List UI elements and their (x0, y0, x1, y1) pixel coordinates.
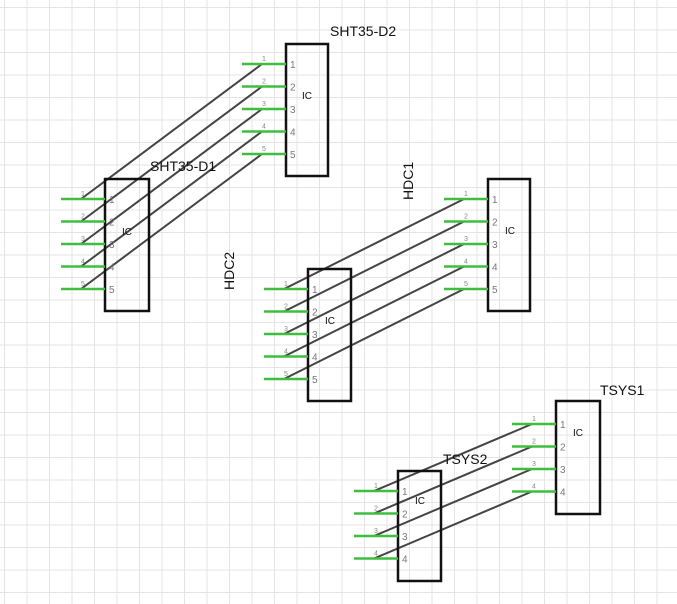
sht35-d1-ref-label: SHT35-D1 (150, 158, 216, 174)
hdc2-pin-2-tag: 2 (284, 304, 288, 311)
hdc1-value-label: IC (505, 226, 515, 237)
hdc1-pin-3-number: 3 (492, 240, 498, 251)
sht35-d2-pin-5-number: 5 (290, 150, 296, 161)
sht35-d2-pin-3-number: 3 (290, 105, 296, 116)
tsys1-pin-4-tag: 4 (532, 484, 536, 491)
wire-tsys2-tsys1-pin-4 (373, 490, 533, 560)
sht35-d2-pin-3-tag: 3 (262, 101, 266, 108)
wire-tsys2-tsys1-pin-2 (373, 445, 533, 515)
sht35-d1-pin-3-tag: 3 (81, 236, 85, 243)
sht35-d1-pin-5-tag: 5 (81, 281, 85, 288)
wire-hdc2-hdc1-pin-2 (283, 220, 465, 313)
tsys2-pin-3-tag: 3 (374, 528, 378, 535)
tsys2-pin-4-number: 4 (402, 555, 408, 566)
tsys2-value-label: IC (415, 496, 425, 507)
wire-sht35-d1-sht35-d2-pin-3 (80, 108, 263, 245)
wire-hdc2-hdc1-pin-4 (283, 265, 465, 358)
hdc2-pin-4-tag: 4 (284, 349, 288, 356)
tsys2-pin-3-number: 3 (402, 532, 408, 543)
hdc2-pin-1-tag: 1 (284, 281, 288, 288)
tsys1-pin-1-tag: 1 (532, 416, 536, 423)
sht35-d2-ref-label: SHT35-D2 (330, 23, 396, 39)
hdc2-value-label: IC (325, 316, 335, 327)
tsys2-pin-1-tag: 1 (374, 483, 378, 490)
tsys1-pin-4-number: 4 (560, 488, 566, 499)
hdc1-ref-label: HDC1 (400, 162, 416, 200)
wire-hdc2-hdc1-pin-1 (283, 198, 465, 290)
hdc1-pin-4-tag: 4 (464, 259, 468, 266)
hdc2-pin-4-number: 4 (312, 353, 318, 364)
sht35-d2-pin-5-tag: 5 (262, 146, 266, 153)
wire-sht35-d1-sht35-d2-pin-4 (80, 130, 263, 268)
wire-tsys2-tsys1-pin-1 (373, 423, 533, 492)
tsys1-pin-3-number: 3 (560, 465, 566, 476)
hdc2-pin-5-number: 5 (312, 375, 318, 386)
wire-sht35-d1-sht35-d2-pin-1 (80, 63, 263, 200)
hdc2-pin-5-tag: 5 (284, 371, 288, 378)
tsys2-ref-label: TSYS2 (443, 451, 488, 467)
sht35-d2-pin-4-tag: 4 (262, 124, 266, 131)
wire-sht35-d1-sht35-d2-pin-5 (80, 153, 263, 290)
sht35-d1-value-label: IC (122, 227, 132, 238)
tsys1-ref-label: TSYS1 (600, 382, 645, 398)
wire-hdc2-hdc1-pin-5 (283, 288, 465, 380)
hdc1-pin-5-tag: 5 (464, 281, 468, 288)
tsys2-pin-2-number: 2 (402, 510, 408, 521)
sht35-d2-value-label: IC (302, 91, 312, 102)
sht35-d1-pin-4-number: 4 (109, 263, 115, 274)
tsys2-body[interactable] (396, 469, 443, 583)
tsys1-pin-2-tag: 2 (532, 439, 536, 446)
tsys1-body[interactable] (554, 399, 602, 516)
sht35-d2-pin-2-number: 2 (290, 83, 296, 94)
sht35-d1-pin-2-number: 2 (109, 218, 115, 229)
tsys1-value-label: IC (573, 428, 583, 439)
wire-hdc2-hdc1-pin-3 (283, 243, 465, 335)
hdc2-pin-2-number: 2 (312, 308, 318, 319)
sht35-d1-pin-4-tag: 4 (81, 259, 85, 266)
sht35-d1-pin-1-number: 1 (109, 195, 115, 206)
sht35-d1-pin-1-tag: 1 (81, 191, 85, 198)
sht35-d2-pin-1-number: 1 (290, 60, 296, 71)
wire-tsys2-tsys1-pin-3 (373, 468, 533, 537)
hdc2-ref-label: HDC2 (221, 252, 237, 290)
sht35-d2-pin-4-number: 4 (290, 128, 296, 139)
hdc1-pin-2-tag: 2 (464, 214, 468, 221)
tsys1-pin-3-tag: 3 (532, 461, 536, 468)
tsys2-pin-1-number: 1 (402, 487, 408, 498)
sht35-d1-pin-3-number: 3 (109, 240, 115, 251)
hdc2-pin-3-number: 3 (312, 330, 318, 341)
hdc2-pin-3-tag: 3 (284, 326, 288, 333)
hdc1-pin-3-tag: 3 (464, 236, 468, 243)
wire-sht35-d1-sht35-d2-pin-2 (80, 85, 263, 223)
hdc1-pin-2-number: 2 (492, 218, 498, 229)
sht35-d1-pin-2-tag: 2 (81, 214, 85, 221)
hdc1-pin-4-number: 4 (492, 263, 498, 274)
sht35-d1-pin-5-number: 5 (109, 285, 115, 296)
sht35-d2-pin-1-tag: 1 (262, 56, 266, 63)
hdc2-pin-1-number: 1 (312, 285, 318, 296)
hdc1-pin-5-number: 5 (492, 285, 498, 296)
tsys2-pin-2-tag: 2 (374, 506, 378, 513)
tsys1-pin-1-number: 1 (560, 420, 566, 431)
tsys1-pin-2-number: 2 (560, 443, 566, 454)
tsys2-pin-4-tag: 4 (374, 551, 378, 558)
sht35-d2-pin-2-tag: 2 (262, 79, 266, 86)
hdc1-pin-1-tag: 1 (464, 191, 468, 198)
hdc1-pin-1-number: 1 (492, 195, 498, 206)
